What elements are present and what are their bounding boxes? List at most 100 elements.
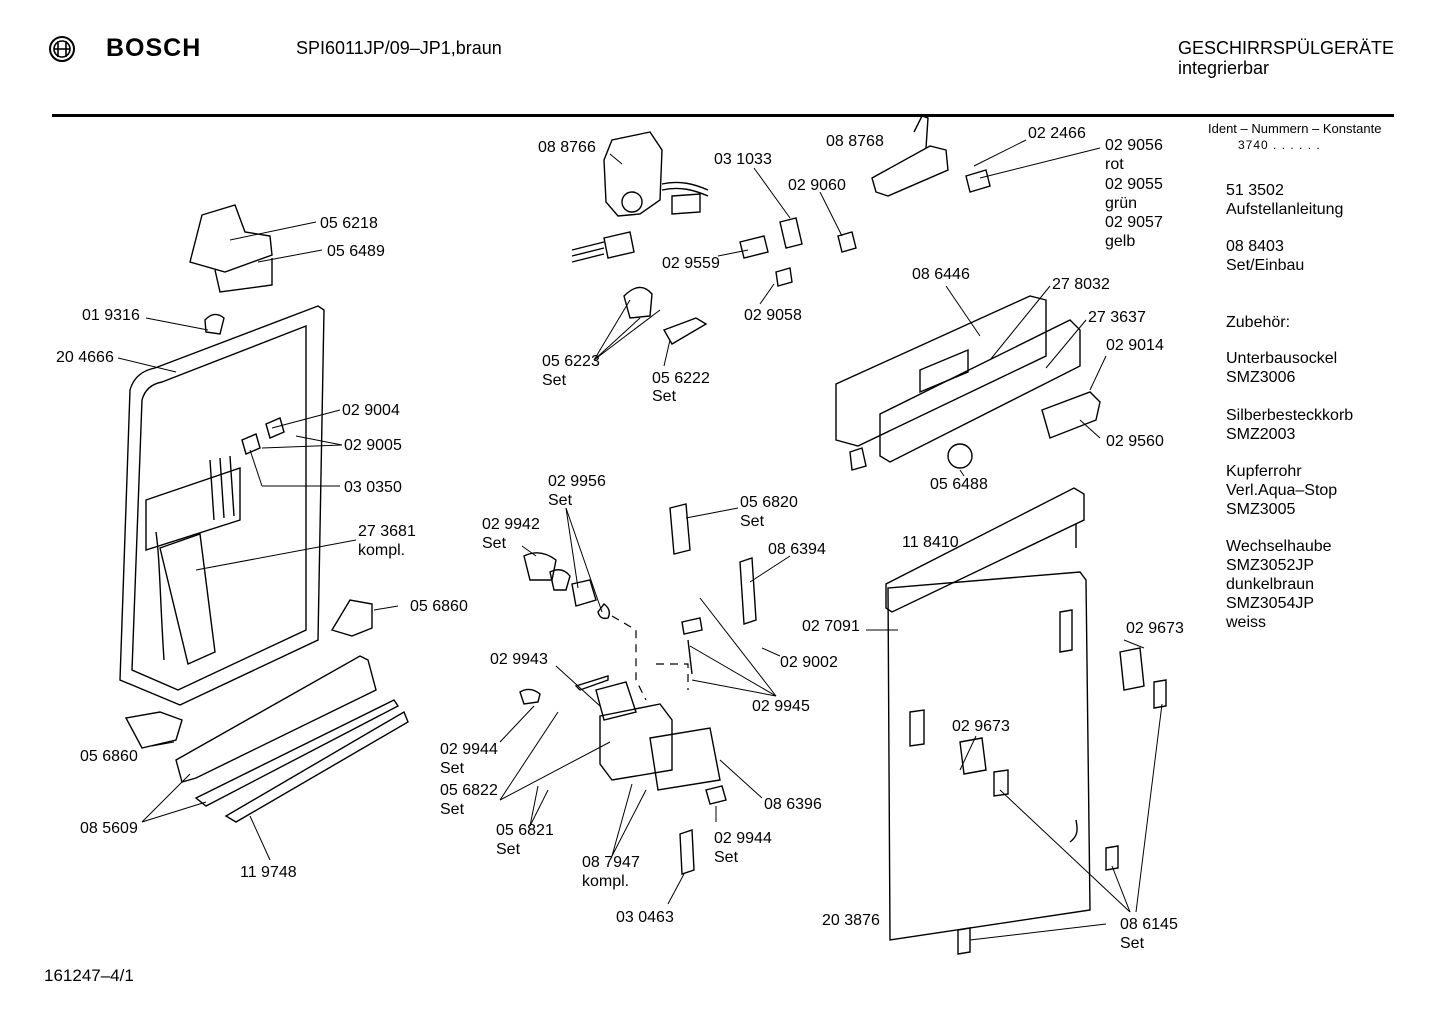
- part-label: 27 3637: [1088, 309, 1146, 326]
- info-line: Set/Einbau: [1226, 257, 1305, 274]
- brand-name: BOSCH: [106, 34, 202, 62]
- part-label: 02 9014: [1106, 337, 1164, 354]
- info-block: 51 3502 Aufstellanleitung: [1226, 181, 1343, 219]
- part-label: 02 9055: [1105, 176, 1163, 193]
- part-label: 02 7091: [802, 618, 860, 635]
- part-label: 11 8410: [902, 534, 959, 551]
- part-label: 27 3681: [358, 523, 416, 540]
- part-label: 02 9057: [1105, 214, 1163, 231]
- part-label: 08 5609: [80, 820, 138, 837]
- part-label: 02 9060: [788, 177, 846, 194]
- model-number: SPI6011JP/09–JP1,braun: [296, 38, 502, 58]
- part-label: 03 0350: [344, 479, 402, 496]
- part-label: 02 9944: [440, 741, 498, 758]
- part-label: 08 8768: [826, 133, 884, 150]
- bosch-armature-icon: [49, 35, 75, 62]
- part-label: 02 9944: [714, 830, 772, 847]
- info-line: SMZ3052JP: [1226, 557, 1315, 574]
- part-note: Set: [548, 492, 573, 509]
- info-line: Kupferrohr: [1226, 463, 1302, 480]
- part-label: 08 6394: [768, 541, 826, 558]
- part-label: 02 9956: [548, 473, 606, 490]
- info-line: SMZ3054JP: [1226, 595, 1315, 612]
- part-label: 02 9673: [1126, 620, 1184, 637]
- part-label: 05 6223: [542, 353, 600, 370]
- part-label: 02 9056: [1105, 137, 1163, 154]
- part-label: 11 9748: [240, 864, 297, 881]
- part-label: 02 9560: [1106, 433, 1164, 450]
- info-block: Silberbesteckkorb SMZ2003: [1226, 406, 1353, 444]
- header-divider: [52, 114, 1394, 117]
- brand-logo: BOSCH: [48, 34, 201, 63]
- part-label: 02 9004: [342, 402, 400, 419]
- part-label: 02 9943: [490, 651, 548, 668]
- part-label: 27 8032: [1052, 276, 1110, 293]
- part-note: Set: [740, 513, 765, 530]
- part-note: Set: [496, 841, 521, 858]
- part-label: 20 3876: [822, 912, 880, 929]
- part-label: 02 9945: [752, 698, 810, 715]
- info-line: dunkelbraun: [1226, 576, 1315, 593]
- part-label: 05 6860: [80, 748, 138, 765]
- part-label: 02 9002: [780, 654, 838, 671]
- part-note: Set: [652, 388, 677, 405]
- part-label: 02 9942: [482, 516, 540, 533]
- info-line: Wechselhaube: [1226, 538, 1332, 555]
- part-note: Set: [714, 849, 739, 866]
- appliance-category: GESCHIRRSPÜLGERÄTE integrierbar: [1178, 38, 1394, 78]
- part-label: 05 6820: [740, 494, 798, 511]
- part-label: 02 9673: [952, 718, 1010, 735]
- part-label: 01 9316: [82, 307, 140, 324]
- info-line: SMZ3006: [1226, 369, 1296, 386]
- info-block: Wechselhaube SMZ3052JP dunkelbraun SMZ30…: [1226, 537, 1332, 632]
- part-label: 02 9058: [744, 307, 802, 324]
- part-label: 02 9005: [344, 437, 402, 454]
- info-line: 51 3502: [1226, 182, 1284, 199]
- part-note: Set: [482, 535, 507, 552]
- part-label: 03 0463: [616, 909, 674, 926]
- part-note: Set: [440, 801, 465, 818]
- part-note: grün: [1105, 195, 1137, 212]
- part-label: 08 6446: [912, 266, 970, 283]
- part-label: 08 6145: [1120, 916, 1178, 933]
- info-block: 08 8403 Set/Einbau: [1226, 237, 1304, 275]
- info-line: SMZ3005: [1226, 501, 1296, 518]
- part-note: gelb: [1105, 233, 1135, 250]
- part-label: 08 8766: [538, 139, 596, 156]
- part-label: 05 6218: [320, 215, 378, 232]
- category-line-1: GESCHIRRSPÜLGERÄTE: [1178, 38, 1395, 58]
- info-line: Unterbausockel: [1226, 350, 1338, 367]
- part-label: 05 6821: [496, 822, 554, 839]
- part-label: 08 7947: [582, 854, 640, 871]
- info-line: Aufstellanleitung: [1226, 201, 1344, 218]
- category-line-2: integrierbar: [1178, 58, 1270, 78]
- part-label: 05 6860: [410, 598, 468, 615]
- info-line: Zubehör:: [1226, 314, 1291, 331]
- ident-heading: Ident – Nummern – Konstante: [1208, 121, 1382, 136]
- part-label: 05 6488: [930, 476, 988, 493]
- part-note: kompl.: [358, 542, 405, 559]
- part-label: 05 6489: [327, 243, 385, 260]
- page-code: 161247–4/1: [44, 966, 134, 985]
- part-note: rot: [1105, 156, 1124, 173]
- part-label: 05 6822: [440, 782, 498, 799]
- part-label: 20 4666: [56, 349, 114, 366]
- part-note: kompl.: [582, 873, 629, 890]
- info-block: Kupferrohr Verl.Aqua–Stop SMZ3005: [1226, 462, 1337, 519]
- info-line: weiss: [1226, 614, 1267, 631]
- part-label: 05 6222: [652, 370, 710, 387]
- accessories-heading: Zubehör:: [1226, 313, 1290, 332]
- part-note: Set: [440, 760, 465, 777]
- info-line: Silberbesteckkorb: [1226, 407, 1354, 424]
- part-label: 03 1033: [714, 151, 772, 168]
- part-note: Set: [542, 372, 567, 389]
- info-line: 08 8403: [1226, 238, 1284, 255]
- info-block: Unterbausockel SMZ3006: [1226, 349, 1337, 387]
- part-label: 08 6396: [764, 796, 822, 813]
- part-label: 02 9559: [662, 255, 720, 272]
- ident-value: 3740 . . . . . .: [1238, 138, 1321, 152]
- info-line: Verl.Aqua–Stop: [1226, 482, 1338, 499]
- part-label: 02 2466: [1028, 125, 1086, 142]
- part-note: Set: [1120, 935, 1145, 952]
